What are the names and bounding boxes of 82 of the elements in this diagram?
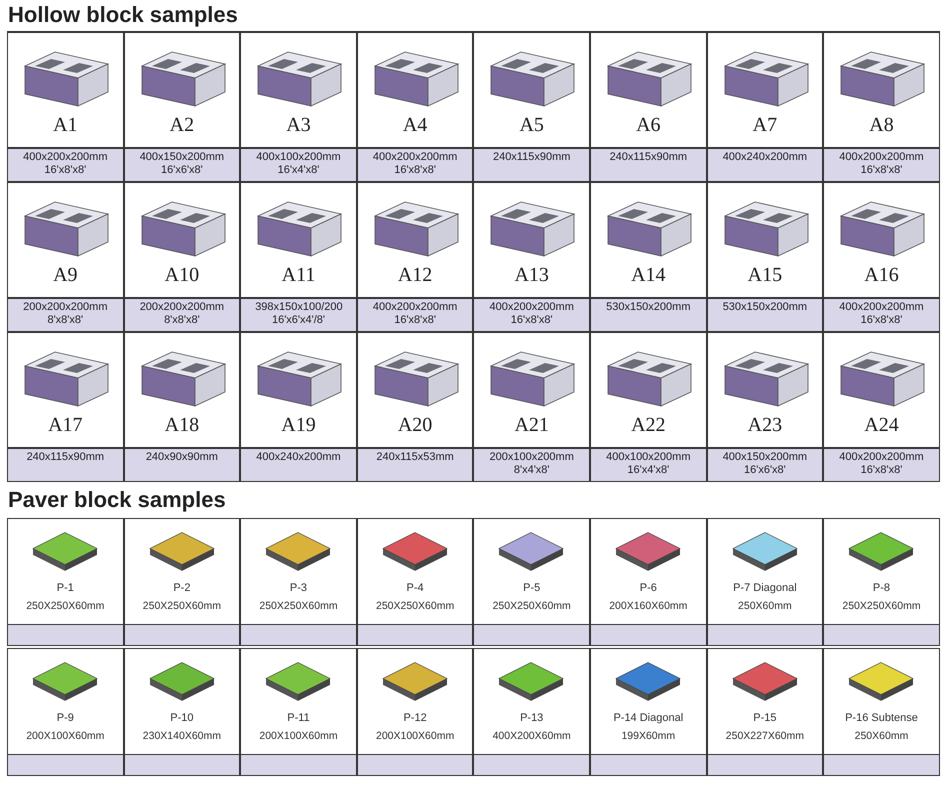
dimension-cell: 200x200x200mm 8'x8'x8' [124,298,240,332]
block-code: A24 [863,414,900,438]
block-code: A18 [164,414,200,438]
dimension-cell: 400x200x200mm 16'x8'x8' [356,298,474,332]
paver-code: P-12 [402,712,428,726]
dimension-text: 200X100X60mm [258,730,339,744]
paver-code: P-6 [638,582,658,596]
paver-code: P-10 [169,712,195,726]
paver-code: P-14 Diagonal [612,712,684,726]
dimension-cell: 400x200x200mm 16'x8'x8' [823,148,940,182]
block-code: A8 [868,114,895,138]
paver-code: P-8 [872,582,892,596]
paver-code: P-3 [288,582,308,596]
dimension-text: 250X250X60mm [374,600,456,614]
dimension-cell: 240x90x90mm [124,448,240,482]
block-code: A1 [52,114,79,138]
dimension-cell: 400x200x200mm 16'x8'x8' [356,148,474,182]
block-code: A23 [746,414,784,438]
dimension-cell: 200x200x200mm 8'x8'x8' [7,298,124,332]
section-title: Hollow block samples [8,2,238,28]
dimension-cell: 400x200x200mm 16'x8'x8' [823,448,940,482]
dimension-cell: 530x150x200mm [706,298,824,332]
dimension-cell: 400x100x200mm 16'x4'x8' [590,448,707,482]
dimension-text: 250X250X60mm [25,600,106,614]
dimension-cell: 240x115x90mm [590,148,707,182]
dimension-cell: 400x240x200mm [706,148,824,182]
block-code: A5 [518,114,545,138]
paver-code: P-16 Subtense [844,712,919,726]
block-code: A17 [47,414,84,438]
dimension-text: 230X140X60mm [142,730,222,744]
block-code: A13 [513,264,550,288]
dimension-text: 250X250X60mm [142,600,222,614]
block-code: A11 [280,264,316,288]
paver-code: P-15 [752,712,778,726]
dimension-text: 199X60mm [620,730,676,744]
dimension-cell: 400x200x200mm 16'x8'x8' [823,298,940,332]
dimension-text: 250X250X60mm [258,600,339,614]
paver-code: P-13 [519,712,544,726]
paver-code: P-5 [522,582,542,596]
block-code: A22 [630,414,667,438]
block-code: A20 [396,414,434,438]
block-code: A3 [285,114,312,138]
block-code: A21 [513,414,550,438]
paver-code: P-11 [286,712,311,726]
dimension-cell: 400x150x200mm 16'x6'x8' [124,148,240,182]
dimension-text: 250X250X60mm [492,600,572,614]
dimension-text: 250X227X60mm [724,730,805,744]
dimension-text: 200X160X60mm [608,600,688,614]
paver-code: P-2 [172,582,192,596]
paver-code: P-4 [406,582,425,596]
dimension-cell: 240x115x53mm [356,448,474,482]
paver-code: P-9 [56,712,75,726]
dimension-text: 250X60mm [854,730,910,744]
dimension-cell: 400x200x200mm 16'x8'x8' [473,298,590,332]
block-code: A16 [863,264,900,288]
dimension-cell: 530x150x200mm [590,298,707,332]
block-code: A14 [630,264,667,288]
block-code: A10 [164,264,200,288]
dimension-text: 250X250X60mm [841,600,922,614]
dimension-cell: 400x100x200mm 16'x4'x8' [240,148,357,182]
paver-code: P-7 Diagonal [732,582,798,596]
dimension-cell: 240x115x90mm [473,148,590,182]
block-code: A15 [746,264,784,288]
dimension-cell: 400x150x200mm 16'x6'x8' [706,448,824,482]
block-code: A9 [52,264,79,288]
dimension-text: 250X60mm [737,600,793,614]
dimension-text: 200X100X60mm [374,730,456,744]
dimension-cell: 398x150x100/200 16'x6'x4'/8' [240,298,357,332]
block-code: A12 [396,264,434,288]
paver-code: P-1 [56,582,75,596]
dimension-cell: 400x200x200mm 16'x8'x8' [7,148,124,182]
block-code: A4 [402,114,428,138]
dimension-cell: 240x115x90mm [7,448,124,482]
dimension-cell: 200x100x200mm 8'x4'x8' [473,448,590,482]
dimension-text: 200X100X60mm [25,730,106,744]
dimension-cell: 400x240x200mm [240,448,357,482]
dimension-text: 400X200X60mm [492,730,572,744]
block-code: A7 [752,114,778,138]
block-code: A2 [168,114,196,138]
block-code: A6 [635,114,662,138]
block-code: A19 [280,414,317,438]
section-title: Paver block samples [8,487,226,513]
